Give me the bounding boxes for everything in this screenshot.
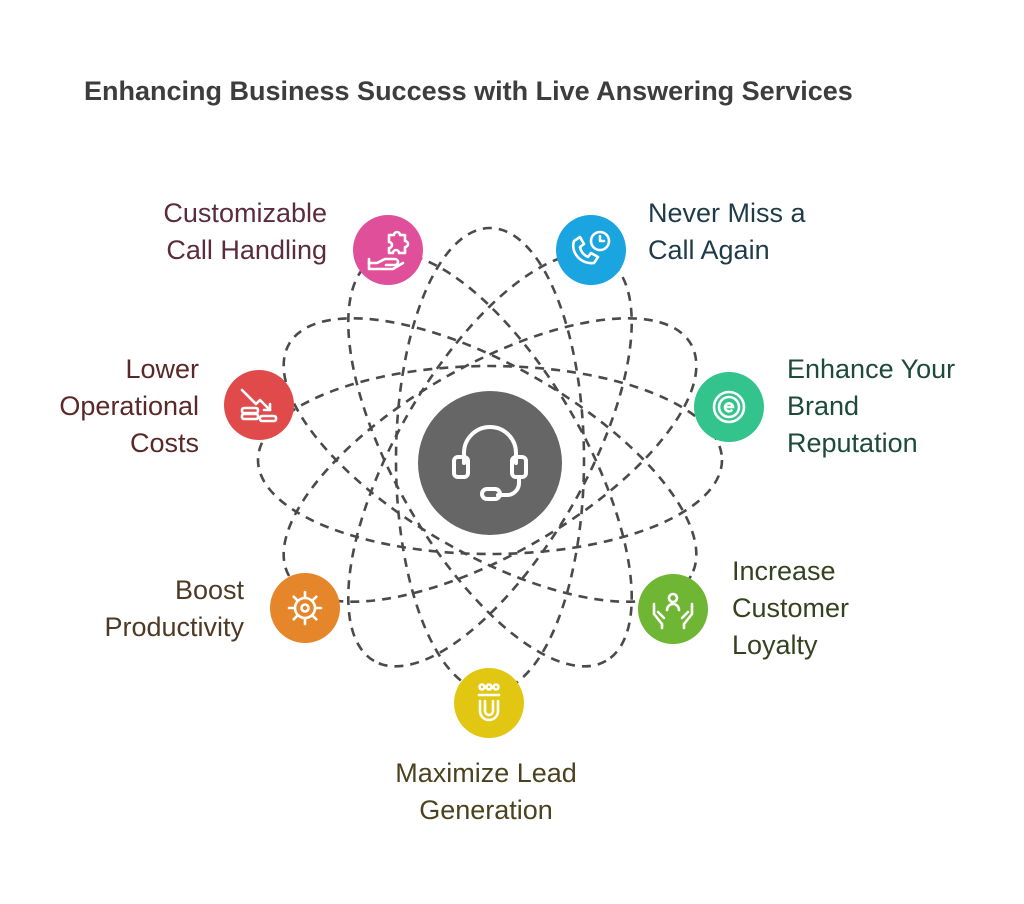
lower-costs-label: Lower Operational Costs xyxy=(59,354,199,458)
hub-circle xyxy=(418,391,562,535)
customizable-call-handling-node xyxy=(353,215,423,285)
brand-seal-icon xyxy=(712,390,746,424)
never-miss-a-call-label: Never Miss a Call Again xyxy=(648,198,806,265)
never-miss-a-call-node xyxy=(556,215,626,285)
customer-loyalty-label: Increase Customer Loyalty xyxy=(732,556,850,660)
orbit-ring xyxy=(256,364,724,556)
lower-costs-node xyxy=(224,370,294,440)
orbit-ring xyxy=(282,316,698,604)
coins-down-icon xyxy=(240,388,278,423)
phone-clock-icon xyxy=(571,230,611,265)
magnet-people-icon xyxy=(477,683,501,722)
boost-productivity-node xyxy=(270,573,340,643)
headset-icon xyxy=(452,425,528,501)
customer-loyalty-node xyxy=(638,574,708,644)
gear-icon xyxy=(287,590,323,626)
hands-person-icon xyxy=(652,592,694,630)
boost-productivity-label: Boost Productivity xyxy=(104,575,244,642)
lead-generation-node xyxy=(454,668,524,738)
lead-generation-label: Maximize Lead Generation xyxy=(395,758,577,825)
customizable-call-handling-label: Customizable Call Handling xyxy=(163,198,327,265)
brand-reputation-label: Enhance Your Brand Reputation xyxy=(787,354,956,458)
hand-puzzle-icon xyxy=(367,230,410,271)
brand-reputation-node xyxy=(694,372,764,442)
page-title: Enhancing Business Success with Live Ans… xyxy=(84,76,853,106)
